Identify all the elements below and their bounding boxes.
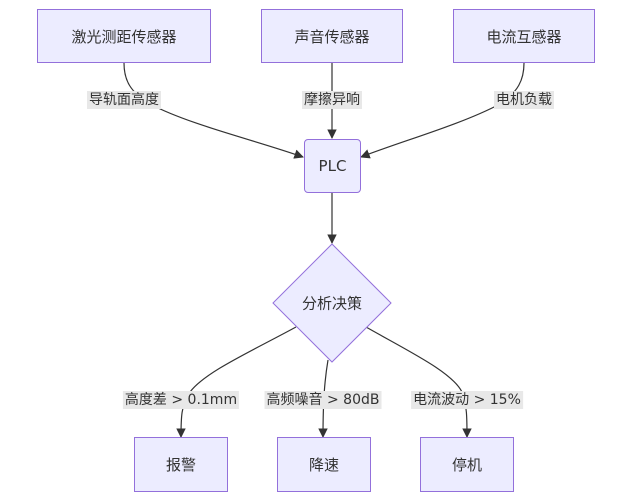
- edge-label-slow: 高频噪音 > 80dB: [264, 391, 382, 409]
- node-alarm: 报警: [134, 437, 228, 492]
- node-slow-down: 降速: [277, 437, 371, 492]
- edge-decision-to-slow: [318, 359, 329, 438]
- node-laser-sensor: 激光测距传感器: [37, 9, 211, 63]
- node-slow-down-label: 降速: [308, 456, 339, 474]
- decision-diamond: [272, 243, 392, 363]
- edge-decision-to-alarm: [176, 326, 297, 438]
- edge-laser-to-plc: [123, 62, 304, 159]
- node-laser-sensor-label: 激光测距传感器: [71, 27, 177, 46]
- edge-label-laser: 导轨面高度: [87, 91, 161, 109]
- edge-decision-to-stop: [365, 326, 472, 438]
- node-current-sensor: 电流互感器: [453, 9, 595, 63]
- node-decision-label: 分析决策: [301, 294, 363, 313]
- edge-label-stop: 电流波动 > 15%: [411, 391, 523, 409]
- edge-label-sound: 摩擦异响: [302, 91, 362, 109]
- node-plc-label: PLC: [318, 157, 347, 175]
- edge-current-to-plc: [360, 62, 525, 159]
- node-sound-sensor: 声音传感器: [261, 9, 403, 63]
- node-stop: 停机: [420, 437, 514, 492]
- node-plc: PLC: [304, 139, 361, 193]
- edge-label-current: 电机负载: [494, 91, 554, 109]
- node-sound-sensor-label: 声音传感器: [294, 27, 370, 46]
- edge-label-alarm: 高度差 > 0.1mm: [122, 391, 240, 409]
- node-alarm-label: 报警: [165, 456, 196, 474]
- node-current-sensor-label: 电流互感器: [486, 27, 562, 46]
- node-stop-label: 停机: [451, 456, 482, 474]
